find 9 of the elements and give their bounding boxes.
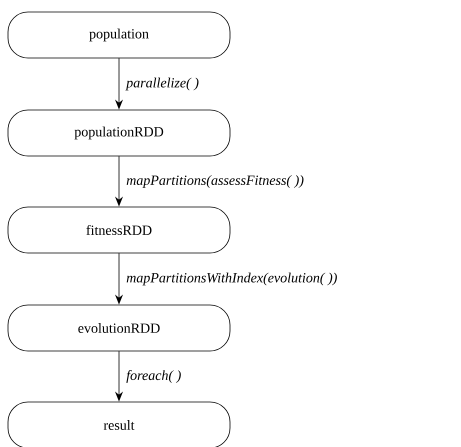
edge-label: mapPartitionsWithIndex(evolution( )) bbox=[126, 272, 337, 286]
edge-label: parallelize( ) bbox=[125, 78, 198, 90]
process-box: fitnessRDD bbox=[8, 206, 230, 254]
process-box: populationRDD bbox=[8, 110, 230, 156]
edge-label: foreach( ) bbox=[126, 370, 181, 383]
process-box: population bbox=[8, 12, 230, 58]
edge-label: mapPartitions(assessFitness( )) bbox=[126, 175, 304, 188]
process-box: result bbox=[8, 402, 230, 447]
process-box: evolutionRDD bbox=[8, 304, 230, 352]
